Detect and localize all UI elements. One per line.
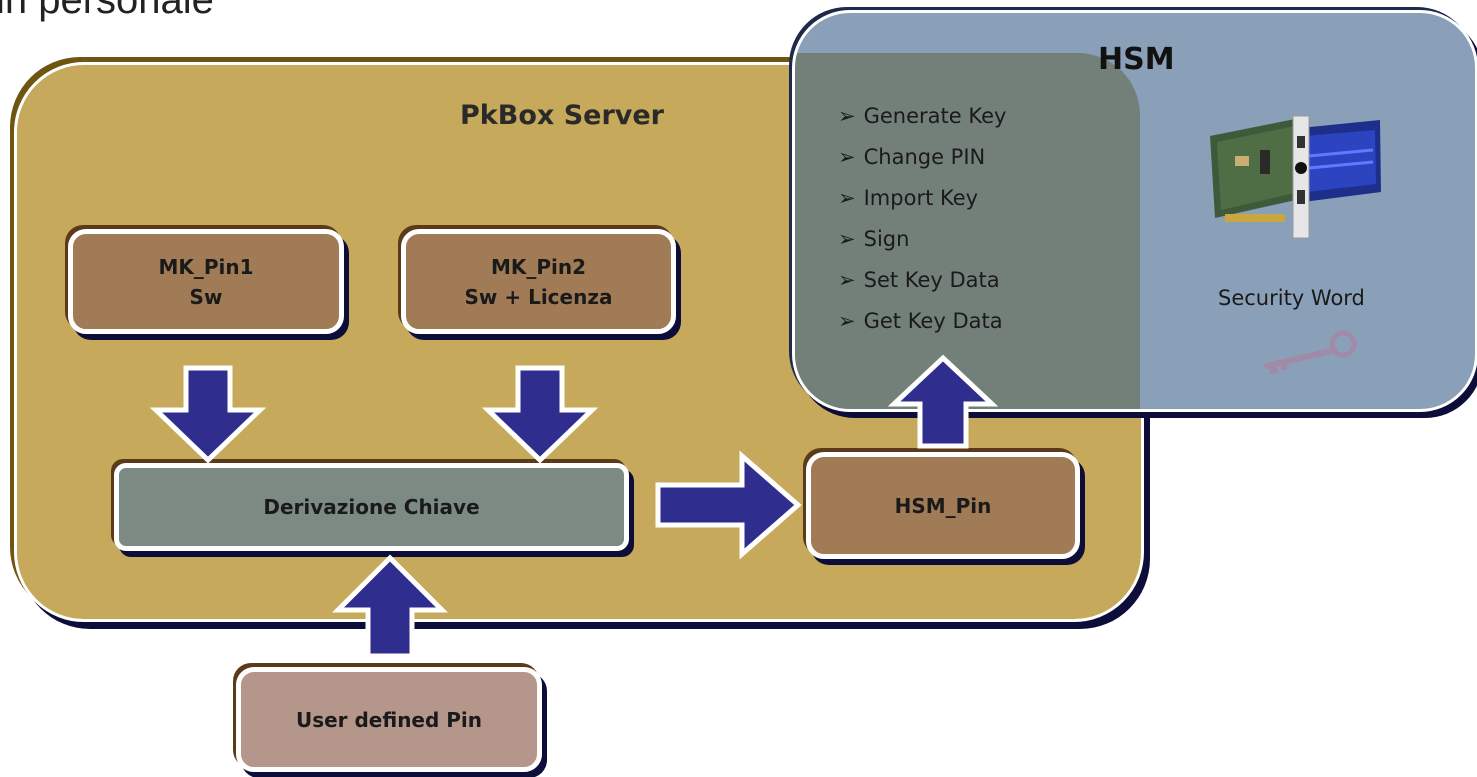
mk-pin2-sublabel: Sw + Licenza	[464, 284, 613, 309]
hsm-operations-area	[795, 53, 1140, 409]
arrow-bullet-icon: ➢	[838, 186, 856, 210]
arrow-bullet-icon: ➢	[838, 268, 856, 292]
list-item: ➢Sign	[838, 227, 910, 251]
arrow-bullet-icon: ➢	[838, 227, 856, 251]
mk-pin1-label: MK_Pin1	[158, 254, 254, 279]
arrow-bullet-icon: ➢	[838, 309, 856, 333]
hsm-pin-label: HSM_Pin	[894, 493, 992, 518]
block-arrow-icon	[332, 554, 448, 659]
hsm-panel	[792, 10, 1477, 412]
mk-pin2-label: MK_Pin2	[490, 254, 587, 279]
header-text: in personale	[0, 0, 214, 22]
hsm-title: HSM	[1098, 42, 1175, 77]
arrow-bullet-icon: ➢	[838, 145, 856, 169]
derivazione-chiave-label: Derivazione Chiave	[263, 495, 480, 519]
hsm-operations-list: ➢Generate Key ➢Change PIN ➢Import Key ➢S…	[838, 96, 1006, 342]
list-item: ➢Generate Key	[838, 104, 1007, 128]
pkbox-server-title: PkBox Server	[460, 100, 664, 131]
block-arrow-icon	[482, 365, 598, 464]
list-item: ➢Change PIN	[838, 145, 986, 169]
hsm-card-icon	[1210, 115, 1381, 239]
mk-pin1-box: MK_Pin1 Sw	[68, 229, 344, 334]
hsm-pin-box: HSM_Pin	[806, 452, 1080, 559]
list-item: ➢Import Key	[838, 186, 979, 210]
list-item: ➢Set Key Data	[838, 268, 1000, 292]
block-arrow-icon	[655, 450, 802, 560]
arrow-bullet-icon: ➢	[838, 104, 856, 128]
user-defined-pin-box: User defined Pin	[236, 667, 542, 772]
key-icon	[1264, 330, 1357, 375]
block-arrow-icon	[888, 354, 998, 449]
mk-pin1-sublabel: Sw	[189, 284, 223, 309]
block-arrow-icon	[150, 365, 266, 464]
security-word-label: Security Word	[1218, 286, 1365, 310]
list-item: ➢Get Key Data	[838, 309, 1003, 333]
derivazione-chiave-box: Derivazione Chiave	[114, 463, 629, 551]
user-defined-pin-label: User defined Pin	[295, 707, 483, 732]
mk-pin2-box: MK_Pin2 Sw + Licenza	[401, 229, 676, 334]
